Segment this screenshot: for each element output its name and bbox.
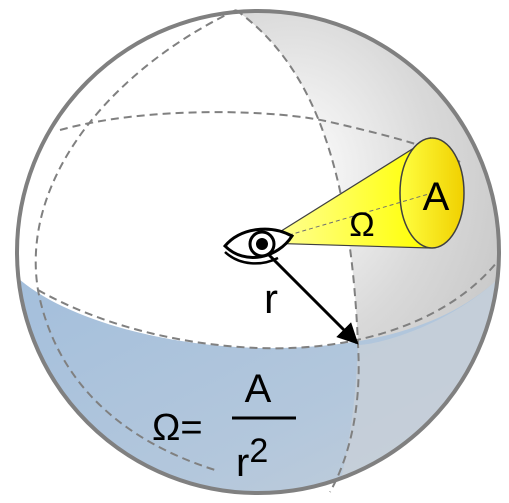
formula-lhs: Ω= <box>152 407 203 449</box>
meridian-right <box>235 9 360 493</box>
meridian-left <box>34 9 237 471</box>
formula-denominator-base: r <box>236 441 249 485</box>
solid-angle-formula: Ω= A r2 <box>152 367 296 485</box>
radius-label: r <box>264 275 278 322</box>
solid-angle-label: Ω <box>349 206 374 244</box>
radius-arrow <box>266 252 359 345</box>
formula-denominator: r2 <box>236 432 268 485</box>
equator <box>37 261 498 350</box>
solid-angle-cone <box>260 136 465 249</box>
sphere-outline <box>15 9 501 495</box>
sphere-grid-lines <box>34 9 498 493</box>
eye-icon <box>222 227 295 265</box>
formula-denominator-exponent: 2 <box>249 432 268 470</box>
area-label: A <box>423 175 450 219</box>
eye-pupil <box>256 238 268 250</box>
formula-numerator: A <box>245 367 272 411</box>
upper-arc <box>59 111 461 163</box>
